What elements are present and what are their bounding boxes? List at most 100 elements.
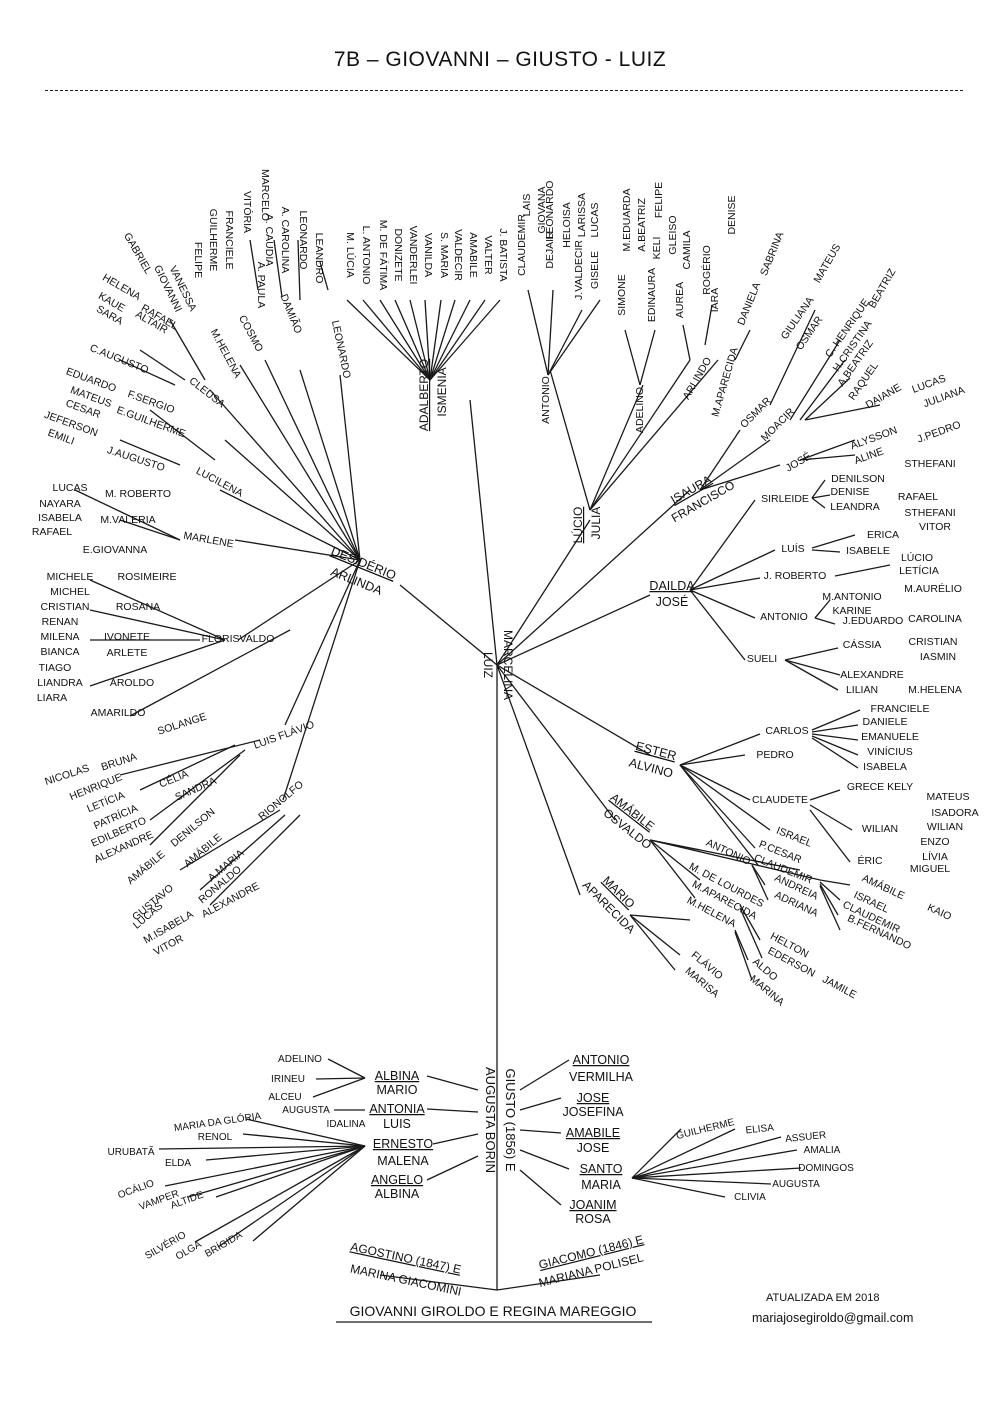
branch-line <box>249 239 259 291</box>
person-jose: JOSE <box>577 1141 610 1155</box>
person-sabrina: SABRINA <box>758 230 786 277</box>
branch-line <box>649 839 801 871</box>
branch-line <box>811 724 859 733</box>
person-angelo: ANGELO <box>371 1173 423 1187</box>
person-kaio: KAIO <box>925 902 953 923</box>
person-dejair: DEJAIR <box>544 231 556 269</box>
person-cosmo: COSMO <box>236 313 265 354</box>
person-franciele: FRANCIELE <box>871 703 930 715</box>
branch-line <box>339 374 361 561</box>
branch-line <box>799 439 856 461</box>
person-lucio: LÚCIO <box>570 507 585 544</box>
person-renol: RENOL <box>198 1132 233 1143</box>
person-cassia: CÁSSIA <box>843 638 882 651</box>
branch-line <box>242 1133 366 1147</box>
branch-line <box>814 617 836 625</box>
branch-line <box>682 324 691 361</box>
branch-line <box>429 299 456 381</box>
person-vermilha: VERMILHA <box>569 1070 634 1084</box>
branch-line <box>639 329 656 386</box>
person-m-de-fatima: M. DE FÁTIMA <box>377 220 390 291</box>
branch-line <box>804 404 881 421</box>
branch-line <box>299 369 361 561</box>
branch-line <box>819 881 841 901</box>
branch-line <box>237 559 361 641</box>
person-giusto-1856-e: GIUSTO (1856) E <box>503 1068 518 1171</box>
person-jose: JOSÉ <box>783 449 813 474</box>
branch-line <box>519 1097 562 1111</box>
branch-line <box>496 594 651 666</box>
person-augusta: AUGUSTA <box>282 1105 330 1116</box>
branch-line <box>799 454 856 461</box>
person-giovana: GIOVANA <box>536 186 548 233</box>
person-isabela: ISABELA <box>38 512 82 524</box>
person-ismenia: ISMENIA <box>435 367 449 416</box>
person-heloisa: HELOISA <box>561 202 573 248</box>
branch-line <box>811 737 859 769</box>
branch-line <box>119 439 181 466</box>
person-marlene: MARLENE <box>182 530 234 551</box>
person-m-lucia: M. LÚCIA <box>344 232 357 278</box>
person-damiao: DAMIÃO <box>277 292 305 335</box>
person-alceu: ALCEU <box>268 1092 301 1103</box>
person-rosa: ROSA <box>575 1212 611 1226</box>
branch-line <box>199 814 286 891</box>
person-guilherme: GUILHERME <box>675 1117 736 1142</box>
person-c-augusto: C.AUGUSTO <box>88 342 150 376</box>
person-m-aparecida: M.APARECIDA <box>709 346 740 418</box>
person-amabile: AMABILE <box>467 232 479 278</box>
branch-line <box>549 369 591 511</box>
person-amabile: AMABILE <box>566 1126 620 1140</box>
branch-line <box>799 359 846 421</box>
person-urubata: URUBATÃ <box>107 1145 154 1158</box>
branch-line <box>679 733 761 766</box>
person-lucilena: LUCILENA <box>194 465 245 500</box>
person-luis-flavio: LUIS FLÁVIO <box>252 718 316 752</box>
person-lais: LAIS <box>521 194 533 217</box>
person-guilherme: GUILHERME <box>207 209 219 271</box>
branch-line <box>784 659 839 691</box>
branch-line <box>429 299 501 381</box>
person-dailda: DAILDA <box>649 579 695 593</box>
branch-line <box>164 1145 366 1187</box>
person-nicolas: NICOLAS <box>43 762 91 788</box>
person-felipe: FELIPE <box>653 182 665 218</box>
branch-line <box>282 559 361 801</box>
person-a-beatriz: A.BEATRIZ <box>636 198 648 252</box>
person-a-carolina: A. CAROLINA <box>279 207 291 274</box>
person-e-guilherme: E.GUILHERME <box>115 404 187 440</box>
person-marcelo: MARCELO <box>259 169 271 221</box>
person-gisele: GISELE <box>589 251 601 289</box>
branch-line <box>679 764 751 801</box>
person-malena: MALENA <box>377 1154 429 1168</box>
contact-email[interactable]: mariajosegiroldo@gmail.com <box>752 1311 914 1325</box>
person-idalina: IDALINA <box>327 1119 366 1130</box>
person-j-pedro: J.PEDRO <box>916 419 963 446</box>
branch-line <box>239 364 361 561</box>
person-antonia: ANTONIA <box>369 1102 425 1116</box>
branch-line <box>649 839 696 899</box>
branch-line <box>734 931 753 981</box>
person-lucas: LUCAS <box>52 482 87 494</box>
person-mario: MARIO <box>377 1083 418 1097</box>
branch-line <box>394 299 431 381</box>
person-ivonete: IVONETE <box>104 631 150 643</box>
branch-line <box>409 299 431 381</box>
page-title: 7B – GIOVANNI – GIUSTO - LUIZ <box>333 48 667 71</box>
branch-line <box>139 349 186 381</box>
branch-line <box>119 359 176 386</box>
branch-line <box>734 329 751 361</box>
person-miguel: MIGUEL <box>910 863 950 875</box>
person-m-helena: M.HELENA <box>908 684 962 696</box>
branch-line <box>149 754 241 846</box>
updated-note: ATUALIZADA EM 2018 <box>766 1292 880 1304</box>
branch-line <box>234 539 361 561</box>
person-luis: LUÍS <box>781 542 804 555</box>
person-gleiso: GLEISO <box>667 215 679 254</box>
person-joanim: JOANIM <box>569 1198 616 1212</box>
person-jose: JOSÉ <box>656 594 689 609</box>
branch-line <box>284 559 361 726</box>
branch-line <box>629 914 676 971</box>
person-livia: LÍVIA <box>922 850 948 863</box>
